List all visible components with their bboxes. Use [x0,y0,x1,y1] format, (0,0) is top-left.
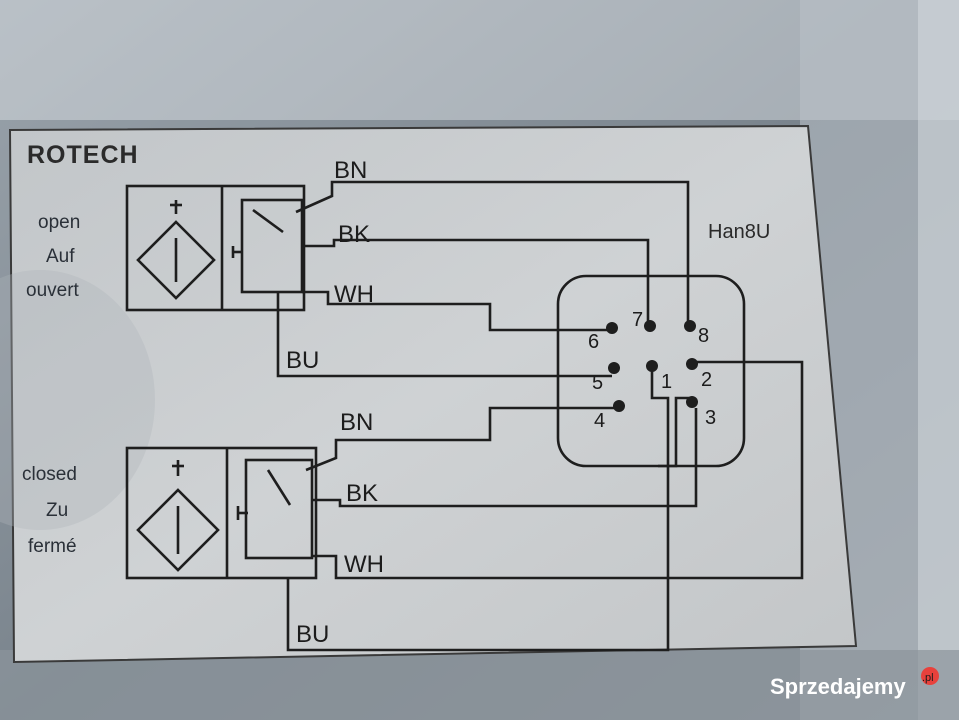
closed-wh-label: WH [344,551,384,578]
open-sensor-diamond [136,220,216,300]
closed-state-label-3: fermé [28,536,77,557]
brand-logo-text: ROTECH [27,141,139,169]
wire-pin3-loop [658,396,690,468]
open-state-label-2: Auf [46,246,75,267]
pin-2-dot [686,358,698,370]
han8u-connector-outline [556,274,746,468]
right-housing-edge [918,0,959,720]
pin-3-dot [686,396,698,408]
pin-1-dot [646,360,658,372]
open-wh-label: WH [334,281,374,308]
closed-state-label-1: closed [22,464,77,485]
closed-switch-blade [266,469,292,506]
pin-6-label: 6 [588,331,599,353]
wire-open-bu [276,292,612,378]
wire-closed-bk [312,408,698,508]
plastic-reflection [0,270,155,530]
pin-5-label: 5 [592,372,603,394]
closed-sensor-symbol [125,446,318,580]
wire-closed-bn [305,406,618,472]
pin-8-label: 8 [698,325,709,347]
open-bk-label: BK [338,221,370,248]
pin-4-dot [613,400,625,412]
open-sensor-symbol [125,184,306,312]
pin-2-label: 2 [701,369,712,391]
wire-closed-wh [312,360,804,580]
bottom-housing [0,650,959,720]
wire-open-bn [295,180,690,324]
connector-type-label: Han8U [708,221,770,243]
pin-1-label: 1 [661,371,672,393]
pin-6-dot [606,322,618,334]
pin-8-dot [684,320,696,332]
closed-sensor-diamond [136,488,220,572]
pin-7-dot [644,320,656,332]
pin-5-dot [608,362,620,374]
pin-7-label: 7 [632,309,643,331]
pin-4-label: 4 [594,410,605,432]
closed-bk-label: BK [346,480,378,507]
watermark-dot [921,667,939,685]
top-reflection [0,0,959,120]
open-switch-blade [252,208,284,234]
open-bn-label: BN [334,157,367,184]
closed-state-label-2: Zu [46,500,68,521]
closed-bn-label: BN [340,409,373,436]
open-bu-label: BU [286,347,319,374]
wire-open-wh [302,290,612,332]
pin-3-label: 3 [705,407,716,429]
watermark-text: Sprzedajemy [770,674,906,699]
wire-open-bk [302,238,650,326]
closed-bu-label: BU [296,621,329,648]
watermark-suffix: .pl [922,672,934,684]
open-state-label-3: ouvert [26,280,80,301]
watermark: Sprzedajemy .pl [770,667,939,699]
wire-closed-bu [286,368,670,652]
open-state-label-1: open [38,212,80,233]
